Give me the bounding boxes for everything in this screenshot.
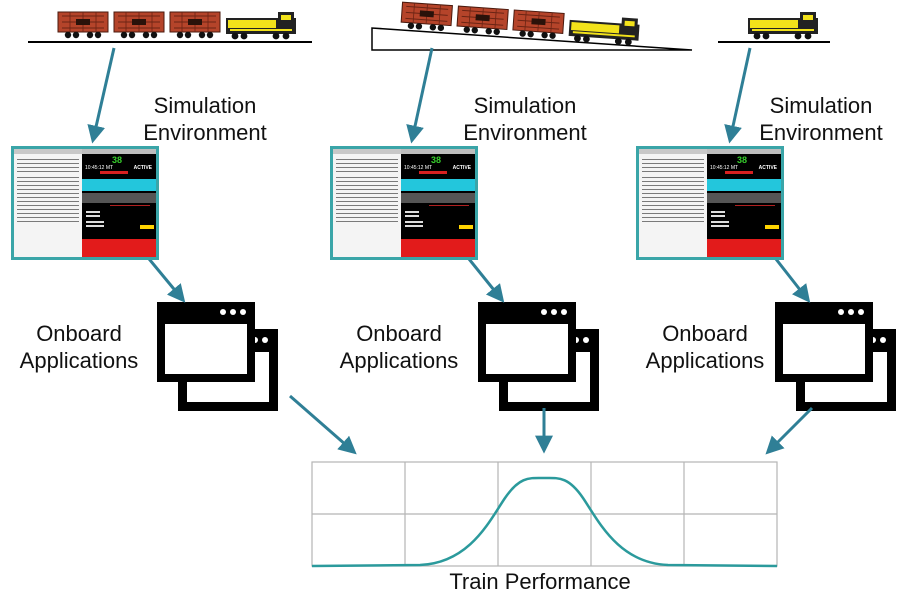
onboard-label-line2: Applications xyxy=(645,348,765,373)
simulation-label-3: Simulation Environment xyxy=(736,92,906,146)
arrow-train-to-sim-3 xyxy=(724,47,752,144)
simulation-screen-3: 38 10:45:12 MT ACTIVE xyxy=(636,146,784,260)
app-window-icon xyxy=(477,301,599,411)
time-readout: 10:45:12 MT xyxy=(710,165,739,171)
train-performance-label: Train Performance xyxy=(449,569,631,594)
simulation-label-line1: Simulation xyxy=(473,93,577,118)
onboard-label-2: Onboard Applications xyxy=(324,320,474,374)
sim-data-pane xyxy=(639,149,707,257)
speed-readout: 38 xyxy=(431,155,442,165)
onboard-label-3: Onboard Applications xyxy=(630,320,780,374)
time-readout: 10:45:12 MT xyxy=(404,165,433,171)
time-readout: 10:45:12 MT xyxy=(85,165,114,171)
arrow-sim-to-apps-2 xyxy=(463,253,505,303)
onboard-label-line1: Onboard xyxy=(36,321,122,346)
speed-readout: 38 xyxy=(737,155,748,165)
onboard-label-1: Onboard Applications xyxy=(4,320,154,374)
train-light-engine xyxy=(718,11,830,43)
bell-curve-icon xyxy=(311,476,778,568)
simulation-screen-1: 38 10:45:12 MT ACTIVE xyxy=(11,146,159,260)
arrow-apps-to-perf-3 xyxy=(765,406,814,455)
simulation-label-line2: Environment xyxy=(463,120,587,145)
train-incline xyxy=(371,1,693,51)
arrow-sim-to-apps-1 xyxy=(143,253,186,303)
performance-chart xyxy=(311,461,778,568)
arrow-train-to-sim-2 xyxy=(406,47,434,144)
status-readout: ACTIVE xyxy=(758,165,777,171)
sim-display-pane: 38 10:45:12 MT ACTIVE xyxy=(82,149,156,257)
arrow-sim-to-apps-3 xyxy=(770,253,811,303)
simulation-label-1: Simulation Environment xyxy=(120,92,290,146)
status-readout: ACTIVE xyxy=(133,165,152,171)
simulation-label-line1: Simulation xyxy=(769,93,873,118)
status-readout: ACTIVE xyxy=(452,165,471,171)
onboard-label-line2: Applications xyxy=(339,348,459,373)
sim-data-pane xyxy=(333,149,401,257)
app-window-icon xyxy=(774,301,896,411)
train-flat-long xyxy=(28,11,312,43)
simulation-label-line1: Simulation xyxy=(153,93,257,118)
sim-display-pane: 38 10:45:12 MT ACTIVE xyxy=(707,149,781,257)
arrow-train-to-sim-1 xyxy=(87,47,116,144)
onboard-label-line1: Onboard xyxy=(662,321,748,346)
sim-display-pane: 38 10:45:12 MT ACTIVE xyxy=(401,149,475,257)
onboard-label-line1: Onboard xyxy=(356,321,442,346)
arrow-apps-to-perf-1 xyxy=(289,394,357,455)
sim-data-pane xyxy=(14,149,82,257)
simulation-screen-2: 38 10:45:12 MT ACTIVE xyxy=(330,146,478,260)
speed-readout: 38 xyxy=(112,155,123,165)
simulation-label-2: Simulation Environment xyxy=(440,92,610,146)
simulation-label-line2: Environment xyxy=(759,120,883,145)
app-window-icon xyxy=(156,301,278,411)
onboard-label-line2: Applications xyxy=(19,348,139,373)
simulation-label-line2: Environment xyxy=(143,120,267,145)
